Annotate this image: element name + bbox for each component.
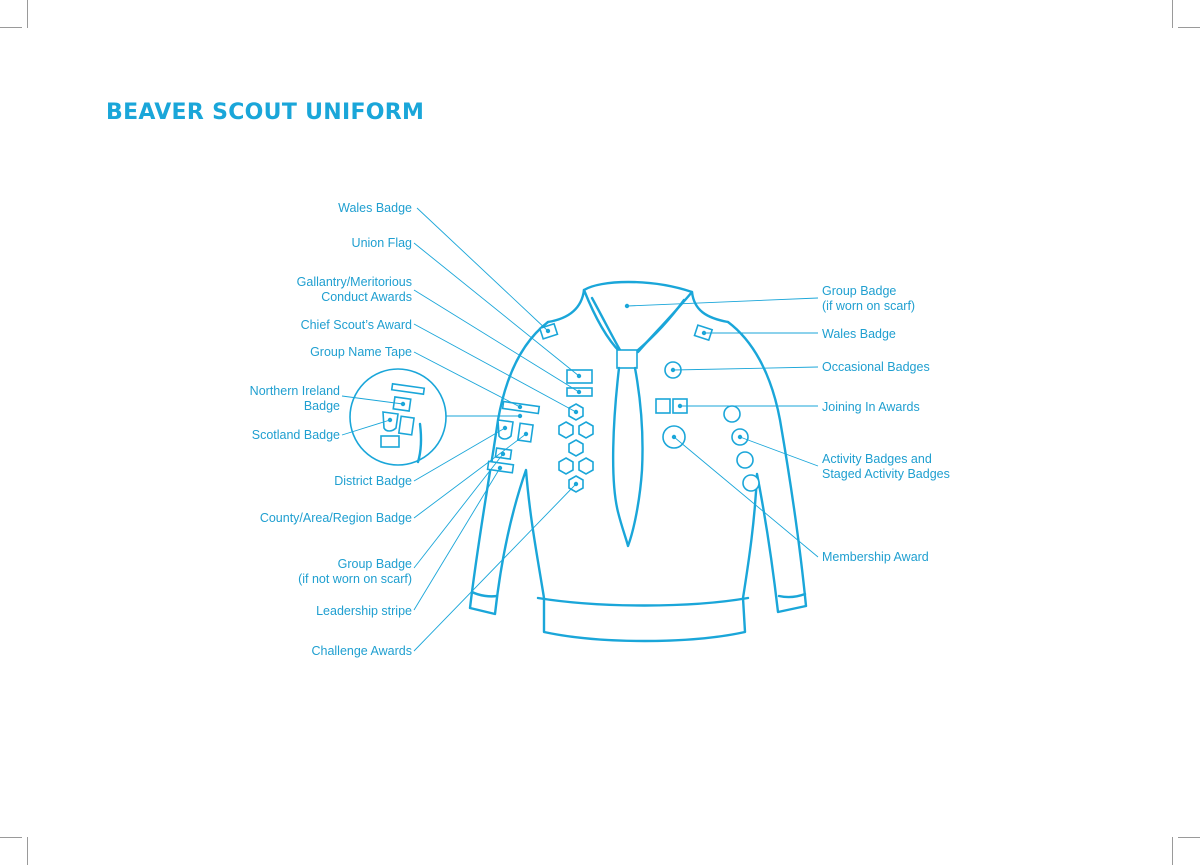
jumper-outline bbox=[468, 320, 808, 643]
label-northern-ireland: Northern Ireland Badge bbox=[249, 384, 340, 413]
crop-mark-bottom-right-v bbox=[1172, 837, 1173, 865]
leader-lines-left bbox=[341, 207, 580, 652]
label-activity: Activity Badges and Staged Activity Badg… bbox=[822, 452, 950, 481]
label-occasional: Occasional Badges bbox=[822, 360, 930, 374]
leader-dots bbox=[387, 303, 743, 487]
crop-mark-bottom-left-v bbox=[27, 837, 28, 865]
magnified-sleeve-inset bbox=[349, 368, 447, 466]
scarf-outline bbox=[546, 280, 730, 548]
label-membership: Membership Award bbox=[822, 550, 929, 564]
label-chief-scout: Chief Scout’s Award bbox=[300, 318, 412, 332]
crop-mark-bottom-right-h bbox=[1178, 837, 1200, 838]
joining-in-award-1 bbox=[655, 398, 671, 414]
activity-badges bbox=[723, 405, 760, 492]
woggle bbox=[616, 349, 638, 369]
label-group-badge-not-scarf: Group Badge (if not worn on scarf) bbox=[298, 557, 412, 586]
label-wales-badge-right: Wales Badge bbox=[822, 327, 896, 341]
label-group-name-tape: Group Name Tape bbox=[310, 345, 412, 359]
label-leadership-stripe: Leadership stripe bbox=[316, 604, 412, 618]
label-joining-in: Joining In Awards bbox=[822, 400, 920, 414]
leader-lines-right bbox=[626, 297, 819, 558]
crop-mark-top-right-h bbox=[1178, 27, 1200, 28]
challenge-awards bbox=[558, 403, 594, 493]
label-union-flag: Union Flag bbox=[351, 236, 412, 250]
crop-mark-bottom-left-h bbox=[0, 837, 22, 838]
crop-mark-top-left-h bbox=[0, 27, 22, 28]
label-scotland: Scotland Badge bbox=[251, 428, 340, 442]
crop-mark-top-right-v bbox=[1172, 0, 1173, 28]
label-group-badge-scarf: Group Badge (if worn on scarf) bbox=[822, 284, 916, 313]
crop-mark-top-left-v bbox=[27, 0, 28, 28]
label-county: County/Area/Region Badge bbox=[259, 511, 412, 525]
label-district: District Badge bbox=[334, 474, 412, 488]
label-wales-badge-left: Wales Badge bbox=[338, 201, 412, 215]
page-title: BEAVER SCOUT UNIFORM bbox=[106, 100, 425, 125]
label-gallantry: Gallantry/Meritorious Conduct Awards bbox=[296, 275, 412, 304]
label-challenge-awards: Challenge Awards bbox=[311, 644, 412, 658]
